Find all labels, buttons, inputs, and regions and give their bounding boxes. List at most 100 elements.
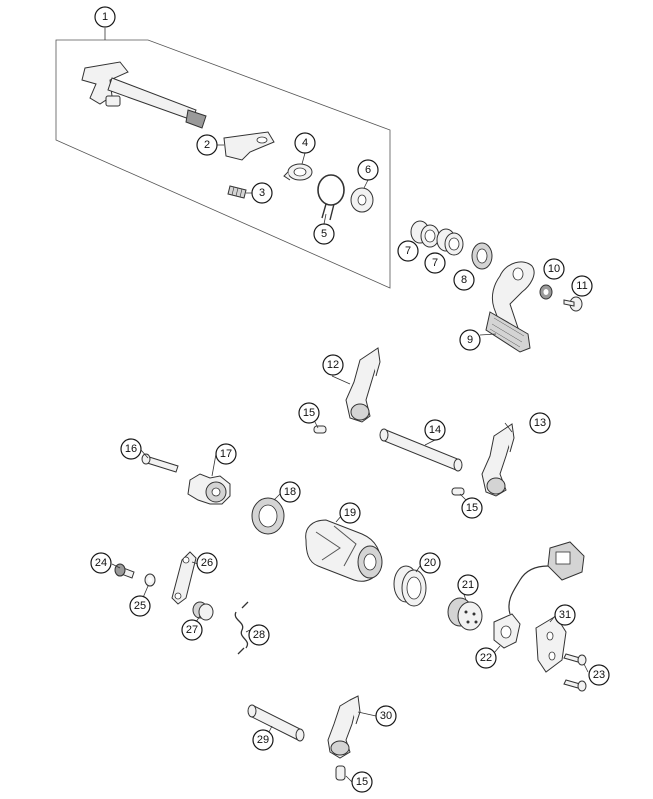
part-washer-6 [350, 187, 374, 213]
part-bolt-24 [114, 563, 135, 579]
callout-label: 13 [534, 417, 546, 429]
callout-19: 19 [339, 502, 361, 524]
leader-lines [111, 144, 589, 783]
callout-label: 25 [134, 600, 146, 612]
callout-label: 20 [424, 557, 436, 569]
callout-22: 22 [475, 647, 497, 669]
callout-31: 31 [554, 604, 576, 626]
callout-label: 15 [303, 407, 315, 419]
callout-label: 21 [462, 579, 474, 591]
callout-label: 22 [480, 652, 492, 664]
part-spring-loop [317, 174, 345, 221]
callout-10: 10 [543, 258, 565, 280]
callout-label: 29 [257, 734, 269, 746]
part-shift-drum-star [187, 473, 231, 505]
callout-13: 13 [529, 412, 551, 434]
assembly-group-frame [55, 39, 391, 289]
callout-17: 17 [215, 443, 237, 465]
callout-label: 9 [467, 334, 473, 346]
callout-29: 29 [252, 729, 274, 751]
callout-label: 15 [466, 502, 478, 514]
part-pin-15c [335, 765, 346, 781]
callouts: 1 2 3 4 5 6 7 7 8 9 10 11 12 13 14 15 15… [90, 6, 610, 793]
callout-7a: 7 [397, 240, 419, 262]
part-shift-drum [305, 519, 383, 582]
callout-label: 3 [259, 187, 265, 199]
part-roller-27 [192, 601, 214, 621]
part-bushing-7b [436, 228, 464, 256]
part-clip [283, 163, 313, 181]
part-screw-23a [563, 653, 587, 666]
callout-label: 31 [559, 609, 571, 621]
part-screw-23b [563, 679, 587, 692]
callout-18: 18 [279, 481, 301, 503]
callout-label: 7 [432, 257, 438, 269]
callout-15c: 15 [351, 771, 373, 793]
callout-label: 1 [102, 11, 108, 23]
callout-label: 15 [356, 776, 368, 788]
part-nut-10 [539, 284, 553, 300]
part-shift-shaft [81, 61, 207, 129]
callout-label: 6 [365, 164, 371, 176]
callout-11: 11 [571, 275, 593, 297]
callout-20: 20 [419, 552, 441, 574]
callout-label: 18 [284, 486, 296, 498]
callout-21: 21 [457, 574, 479, 596]
callout-label: 14 [429, 424, 441, 436]
part-pin-15b [451, 487, 465, 496]
part-washer-25 [144, 573, 156, 587]
part-locking-lever [171, 551, 197, 605]
part-shift-lever [485, 261, 535, 353]
callout-label: 28 [253, 629, 265, 641]
part-shift-fork-12 [345, 347, 381, 423]
callout-label: 26 [201, 557, 213, 569]
part-shift-fork-30 [327, 695, 361, 759]
callout-label: 30 [380, 710, 392, 722]
part-fork-rod [379, 428, 463, 472]
part-bolt-11 [563, 296, 583, 312]
callout-label: 11 [576, 280, 587, 292]
callout-label: 5 [321, 228, 327, 240]
callout-8: 8 [453, 269, 475, 291]
callout-label: 4 [302, 137, 308, 149]
part-position-sensor [493, 565, 549, 649]
callout-2: 2 [196, 134, 218, 156]
callout-label: 24 [95, 557, 107, 569]
callout-label: 10 [548, 263, 560, 275]
callout-3: 3 [251, 182, 273, 204]
callout-24: 24 [90, 552, 112, 574]
callout-label: 23 [593, 669, 605, 681]
part-sensor-rotor [447, 597, 483, 631]
callout-label: 12 [327, 359, 339, 371]
callout-label: 17 [220, 448, 232, 460]
part-bearing-18 [251, 497, 285, 535]
callout-27: 27 [181, 619, 203, 641]
part-bolt-16 [141, 453, 179, 473]
callout-label: 16 [125, 443, 137, 455]
callout-15b: 15 [461, 497, 483, 519]
callout-7b: 7 [424, 252, 446, 274]
part-shift-fork-13 [481, 423, 515, 497]
part-bushing-7a [410, 220, 440, 248]
callout-25: 25 [129, 595, 151, 617]
callout-23: 23 [588, 664, 610, 686]
callout-28: 28 [248, 624, 270, 646]
part-seal-8 [471, 242, 493, 270]
part-rod-29 [247, 704, 305, 742]
part-sensor-connector [547, 541, 585, 581]
part-small-spring [227, 185, 247, 199]
callout-15a: 15 [298, 402, 320, 424]
callout-label: 2 [204, 139, 210, 151]
callout-12: 12 [322, 354, 344, 376]
part-bearing-20 [393, 565, 427, 607]
callout-26: 26 [196, 552, 218, 574]
callout-6: 6 [357, 159, 379, 181]
callout-label: 27 [186, 624, 198, 636]
part-bracket [223, 131, 275, 161]
callout-9: 9 [459, 329, 481, 351]
part-torsion-spring [234, 601, 249, 655]
callout-1: 1 [94, 6, 116, 28]
callout-label: 8 [461, 274, 467, 286]
callout-16: 16 [120, 438, 142, 460]
